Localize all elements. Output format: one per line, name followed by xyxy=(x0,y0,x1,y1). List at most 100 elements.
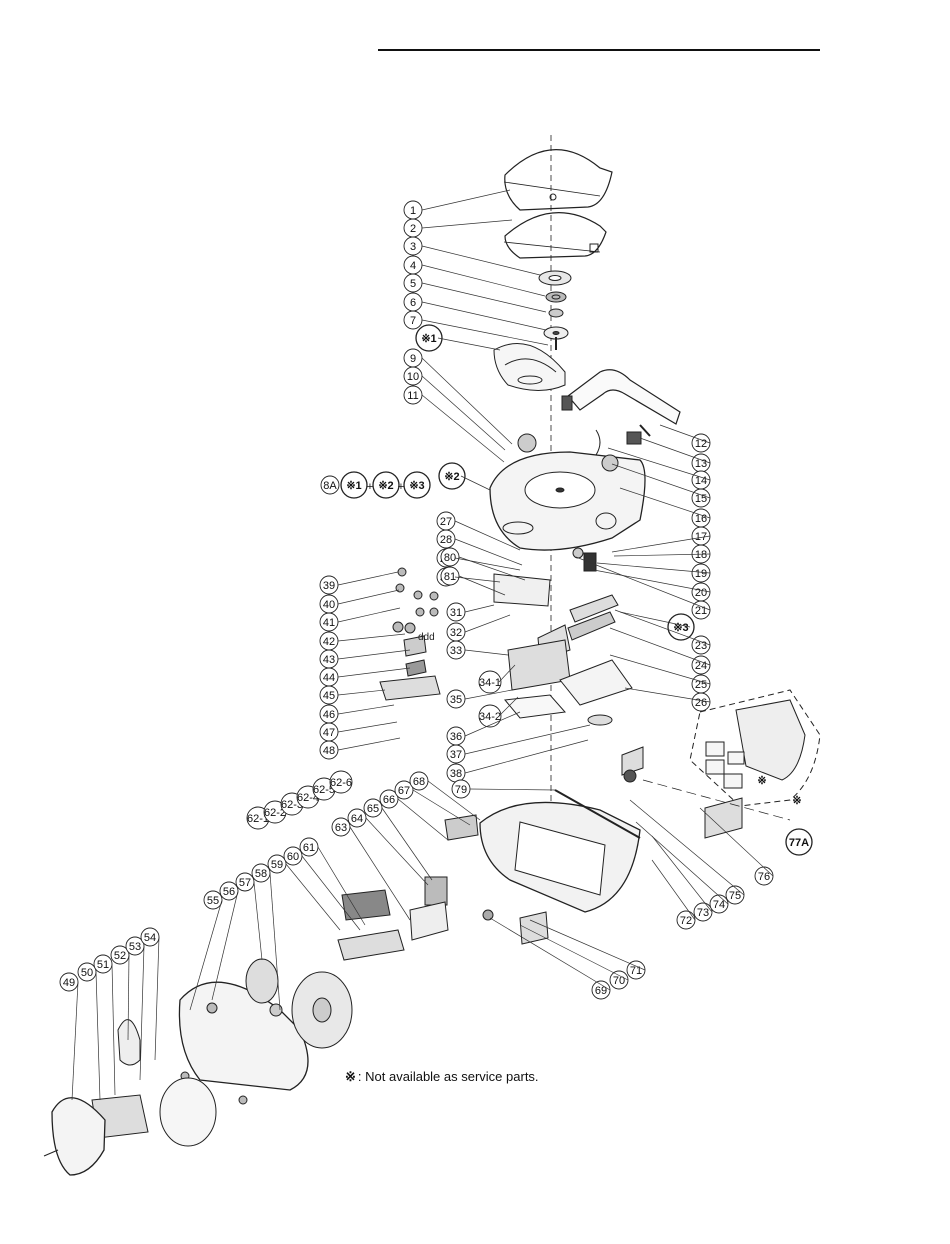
leader-c29 xyxy=(454,557,521,571)
callout-text-c76: 76 xyxy=(758,871,770,883)
callout-c24: 24 xyxy=(691,655,711,675)
callout-c66: 66 xyxy=(379,789,399,809)
leader-c59 xyxy=(285,863,341,931)
callout-c28: 28 xyxy=(436,529,456,549)
callout-text-c73: 73 xyxy=(697,907,709,919)
callout-text-c65: 65 xyxy=(367,803,379,815)
leader-c57 xyxy=(253,881,263,961)
callout-c47: 47 xyxy=(319,722,339,742)
leader-c45 xyxy=(337,689,386,696)
part-speaker-grille xyxy=(159,1077,217,1147)
callout-c8a1: ※1 xyxy=(340,471,368,499)
leader-c22 xyxy=(460,475,491,491)
callout-text-c20: 20 xyxy=(695,587,707,599)
leader-c70 xyxy=(519,924,629,981)
leader-c30 xyxy=(454,576,501,583)
leader-c14 xyxy=(607,447,711,481)
callout-text-c67: 67 xyxy=(398,785,410,797)
leader-c7 xyxy=(421,319,549,346)
leader-c58 xyxy=(269,872,281,1011)
callout-text-c8a: 8A xyxy=(323,480,337,492)
callout-text-c22: ※2 xyxy=(444,471,459,483)
callout-text-c80: 80 xyxy=(444,552,456,564)
callout-c5: 5 xyxy=(403,273,423,293)
callout-c33: 33 xyxy=(446,640,466,660)
callout-c81: 81 xyxy=(440,566,460,586)
leader-c34a xyxy=(498,664,516,683)
callout-text-c44: 44 xyxy=(323,672,335,684)
callout-text-c54: 54 xyxy=(144,932,156,944)
callout-c68: 68 xyxy=(409,771,429,791)
parts-drawing: ddd xyxy=(43,135,821,1176)
part-transformer xyxy=(424,876,448,906)
callout-text-c62c: 62-3 xyxy=(281,799,303,811)
leader-c38 xyxy=(464,739,589,774)
leader-c64 xyxy=(365,817,429,886)
callout-text-c6: 6 xyxy=(410,297,416,309)
callout-c69: 69 xyxy=(591,980,611,1000)
callout-c45: 45 xyxy=(319,685,339,705)
leader-c39 xyxy=(337,571,399,586)
callout-c8: ※1 xyxy=(415,324,443,352)
callout-text-c39: 39 xyxy=(323,580,335,592)
callout-c38: 38 xyxy=(446,763,466,783)
leader-c12 xyxy=(659,424,711,444)
leader-c48 xyxy=(337,737,401,751)
legend-text: : Not available as service parts. xyxy=(357,1069,539,1084)
part-cassette-door xyxy=(735,699,806,781)
callout-c32: 32 xyxy=(446,622,466,642)
callout-text-c63: 63 xyxy=(335,822,347,834)
callout-c62e: 62-5 xyxy=(312,777,336,801)
leader-c49 xyxy=(71,981,79,1101)
leader-c37 xyxy=(464,724,591,755)
leader-c32 xyxy=(464,614,511,633)
part-lid-outer xyxy=(504,149,613,211)
leader-c21 xyxy=(575,556,711,611)
callout-c50: 50 xyxy=(77,962,97,982)
leader-c4 xyxy=(421,264,546,297)
callout-c46: 46 xyxy=(319,704,339,724)
callout-text-c27: 27 xyxy=(440,516,452,528)
leader-c67 xyxy=(412,789,471,826)
leader-c36 xyxy=(464,711,521,737)
callout-text-c64: 64 xyxy=(351,813,363,825)
part-pcb-main xyxy=(493,573,551,607)
callout-c35: 35 xyxy=(446,689,466,709)
leader-c75 xyxy=(629,799,745,896)
callout-text-c47: 47 xyxy=(323,727,335,739)
callout-c16: 16 xyxy=(691,508,711,528)
callout-c61: 61 xyxy=(299,837,319,857)
callout-c51: 51 xyxy=(93,954,113,974)
leader-c18 xyxy=(613,553,711,557)
callout-text-c62f: 62-6 xyxy=(330,777,352,789)
callout-text-c2: 2 xyxy=(410,223,416,235)
callout-c70: 70 xyxy=(609,970,629,990)
callout-text-c38: 38 xyxy=(450,768,462,780)
callout-c4: 4 xyxy=(403,255,423,275)
leader-c42 xyxy=(337,633,406,642)
part-handle xyxy=(567,369,681,425)
callout-text-c5: 5 xyxy=(410,278,416,290)
callout-text-c79: 79 xyxy=(455,784,467,796)
leader-c68 xyxy=(427,780,481,821)
part-front-panel xyxy=(178,981,309,1091)
leader-c6 xyxy=(421,301,547,331)
callout-text-c33: 33 xyxy=(450,645,462,657)
callout-text-c51: 51 xyxy=(97,959,109,971)
callout-text-c52: 52 xyxy=(114,950,126,962)
leader-c65 xyxy=(381,807,433,881)
callout-c58: 58 xyxy=(251,863,271,883)
callout-text-c57: 57 xyxy=(239,877,251,889)
leader-c83 xyxy=(619,611,691,628)
callout-c65: 65 xyxy=(363,798,383,818)
callout-c6: 6 xyxy=(403,292,423,312)
leader-c9 xyxy=(421,357,513,445)
callout-c63: 63 xyxy=(331,817,351,837)
leader-c76 xyxy=(699,807,774,877)
leader-c66 xyxy=(397,798,449,841)
callout-c44: 44 xyxy=(319,667,339,687)
callout-text-c77: 77A xyxy=(789,837,809,849)
callout-text-c56: 56 xyxy=(223,886,235,898)
leader-c10 xyxy=(421,375,506,451)
callout-c75: 75 xyxy=(725,885,745,905)
